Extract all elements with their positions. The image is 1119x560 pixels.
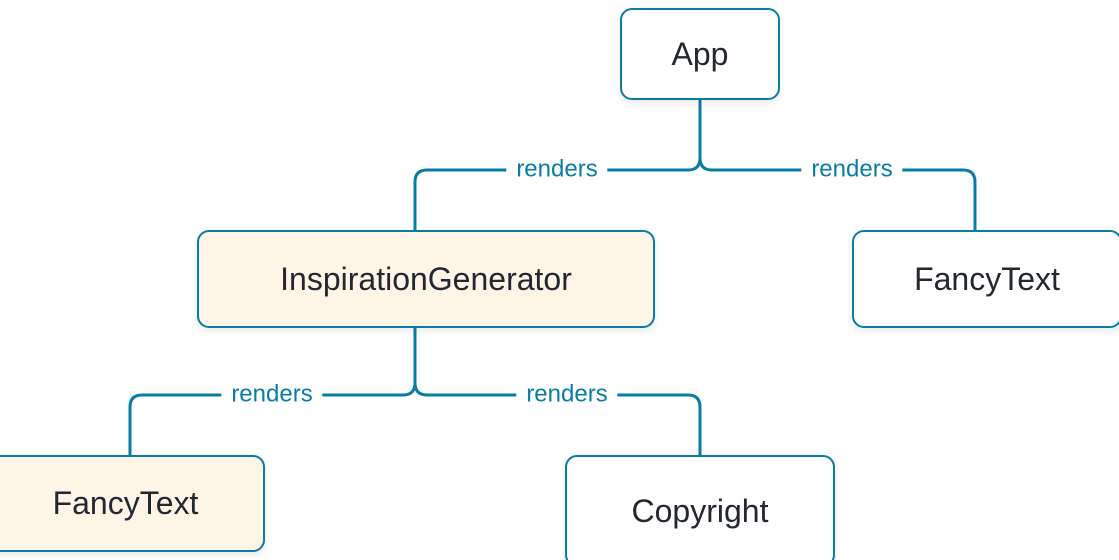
node-fancy-text-top-label: FancyText	[914, 260, 1060, 297]
edge-label-renders-4: renders	[516, 380, 618, 410]
node-fancy-text-bottom-label: FancyText	[52, 485, 199, 521]
edge-label-renders-1: renders	[506, 155, 608, 185]
node-inspiration-generator-label: InspirationGenerator	[280, 260, 572, 297]
node-fancy-text-top: FancyText	[852, 230, 1119, 328]
edge-label-renders-3: renders	[221, 380, 323, 410]
node-inspiration-generator: InspirationGenerator	[197, 230, 655, 328]
edge-label-renders-2: renders	[801, 155, 903, 185]
node-app-label: App	[671, 35, 729, 72]
node-fancy-text-bottom: FancyText	[0, 455, 265, 552]
node-copyright: Copyright	[565, 455, 835, 560]
node-copyright-label: Copyright	[631, 492, 769, 529]
node-app: App	[620, 8, 780, 100]
